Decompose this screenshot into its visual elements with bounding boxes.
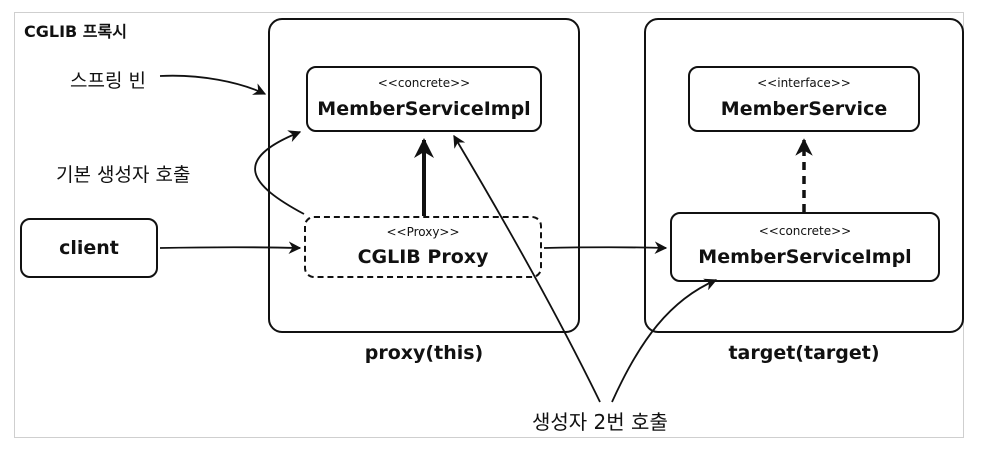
cglib-proxy-stereotype: <<Proxy>> — [386, 225, 460, 239]
default-constructor-arrow — [254, 130, 305, 215]
target-impl-stereotype: <<concrete>> — [758, 224, 852, 238]
member-service-interface: <<interface>> MemberService — [688, 66, 920, 132]
constructor-twice-label: 생성자 2번 호출 — [532, 410, 668, 434]
default-constructor-label: 기본 생성자 호출 — [56, 164, 191, 186]
interface-stereotype: <<interface>> — [757, 76, 851, 90]
target-member-service-impl: <<concrete>> MemberServiceImpl — [670, 212, 940, 282]
cglib-proxy-node: <<Proxy>> CGLIB Proxy — [304, 216, 542, 278]
ctor-to-target-impl-arrow — [611, 278, 718, 403]
proxy-impl-stereotype: <<concrete>> — [377, 76, 471, 90]
proxy-to-target-arrow — [543, 241, 668, 254]
proxy-impl-name: MemberServiceImpl — [317, 98, 531, 120]
diagram-title: CGLIB 프록시 — [24, 22, 127, 41]
ctor-to-proxy-impl-arrow — [453, 134, 601, 403]
client-node: client — [20, 218, 158, 278]
client-name: client — [59, 237, 119, 259]
target-container-caption: target(target) — [728, 342, 880, 364]
cglib-proxy-name: CGLIB Proxy — [357, 246, 489, 268]
spring-bean-label: 스프링 빈 — [70, 70, 146, 92]
proxy-container-caption: proxy(this) — [364, 342, 484, 364]
spring-bean-arrow — [159, 74, 267, 95]
proxy-member-service-impl: <<concrete>> MemberServiceImpl — [306, 66, 542, 132]
interface-name: MemberService — [720, 98, 888, 120]
target-impl-name: MemberServiceImpl — [698, 246, 912, 268]
client-to-proxy-arrow — [159, 241, 302, 255]
